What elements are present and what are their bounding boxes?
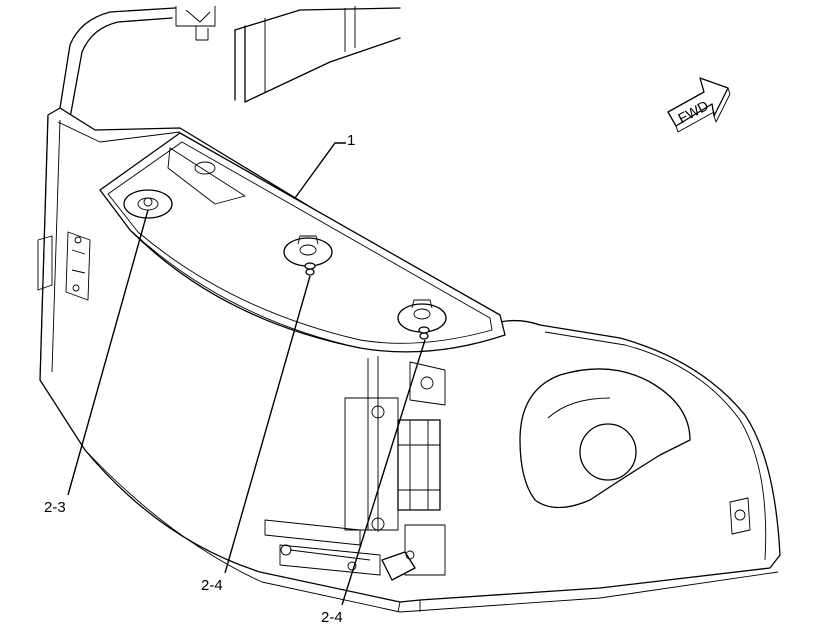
- callout-2-4-a: 2-4: [201, 577, 223, 594]
- callout-2-3: 2-3: [44, 499, 66, 516]
- leader-2-4-b: [341, 339, 426, 606]
- bolt-right: [397, 299, 447, 340]
- leader-lines: [67, 142, 426, 606]
- left-bracket: [37, 231, 91, 301]
- fwd-arrow: FWD: [667, 77, 731, 133]
- bolt-middle: [283, 235, 333, 276]
- leader-1: [294, 142, 346, 199]
- hinge-assembly: [344, 356, 446, 581]
- leader-2-4-a: [224, 275, 311, 574]
- callout-2-4-b: 2-4: [321, 609, 343, 626]
- leader-2-3: [67, 209, 149, 496]
- upper-frame: [59, 6, 401, 119]
- lamp-recess: [519, 368, 751, 535]
- bolt-left: [123, 189, 173, 219]
- callout-1: 1: [347, 132, 355, 149]
